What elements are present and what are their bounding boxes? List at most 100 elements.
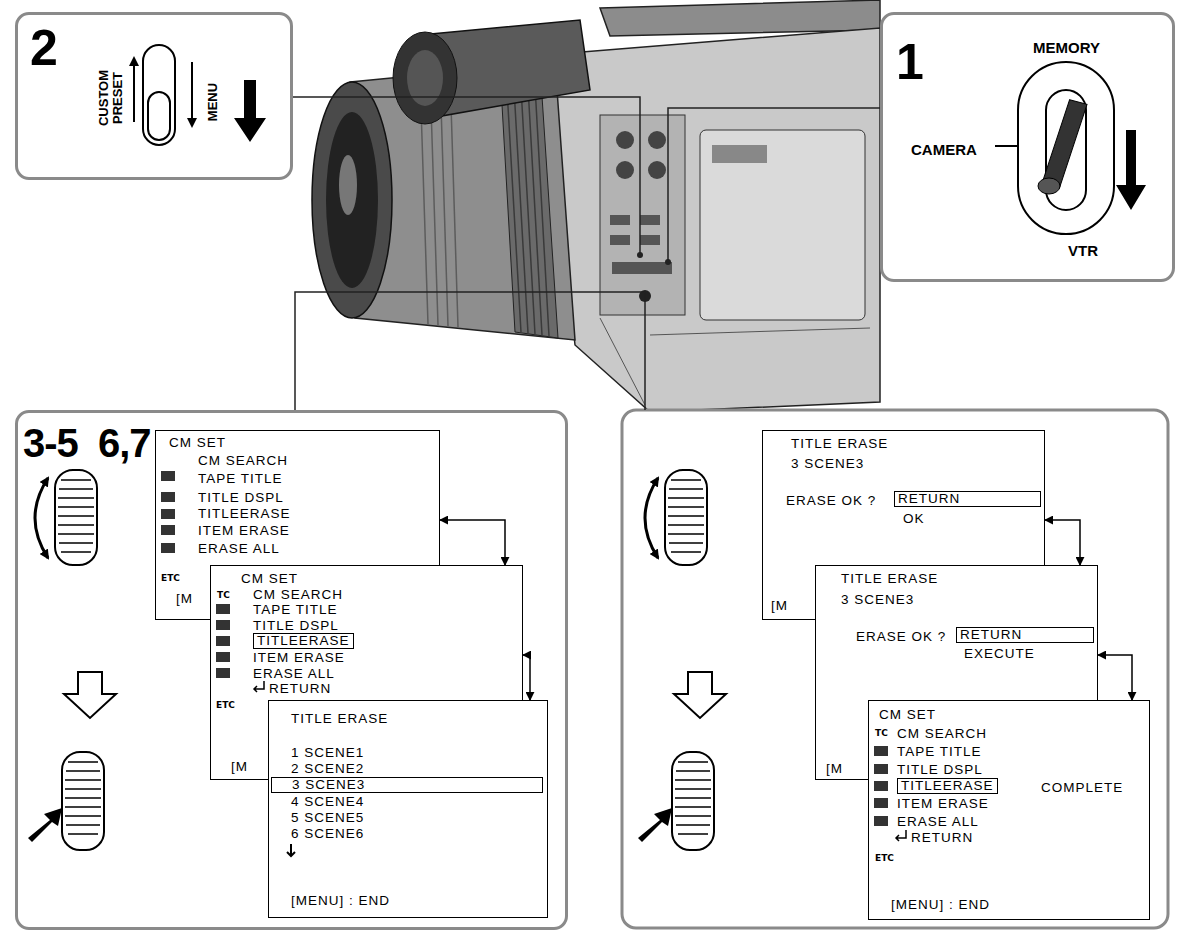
menu-item: [M (826, 761, 843, 777)
switch-position-label: CAMERA (911, 141, 977, 159)
menu-item: 2 SCENE2 (291, 761, 364, 777)
menu-item: CM SET (879, 707, 936, 723)
menu-item: [MENU] : END (291, 893, 390, 909)
menu-icon-text: ETC (875, 853, 894, 863)
switch-lever (1042, 98, 1087, 189)
menu-item: RETURN (911, 830, 973, 846)
menu-item: TITLEERASE (198, 506, 291, 522)
menu-item: 6 SCENE6 (291, 826, 364, 842)
menu-item: 3 SCENE3 (791, 456, 864, 472)
menu-transition-arrow (523, 655, 530, 700)
switch-label: MENU (206, 77, 220, 127)
return-icon (254, 681, 264, 692)
camera-button (648, 131, 666, 149)
dial-knurl (65, 762, 101, 834)
highlighted-menu-item: RETURN (894, 491, 1041, 507)
leader-dot (637, 252, 643, 258)
menu-item: TITLE ERASE (791, 436, 888, 452)
step-panel: 1MEMORYCAMERAVTR (880, 12, 1175, 282)
switch-slot (143, 45, 175, 145)
menu-icons (161, 471, 175, 553)
menu-item: TITLE DSPL (253, 618, 339, 634)
camera-handle (600, 0, 880, 36)
menu-item: TAPE TITLE (253, 602, 338, 618)
body-seam (600, 318, 870, 405)
menu-icon-text: ETC (216, 700, 235, 710)
lens-reflection (339, 155, 357, 215)
menu-screen: CM SETTCCM SEARCHTAPE TITLETITLE DSPLTIT… (868, 700, 1150, 920)
camera-body (545, 28, 880, 412)
step-number: 6,7 (98, 421, 151, 465)
menu-item: TITLE ERASE (841, 571, 938, 587)
menu-item: ERASE OK ? (786, 493, 876, 509)
menu-icon-text: TC (875, 728, 888, 738)
camera-button (648, 161, 666, 179)
camcorder-illustration (312, 0, 880, 412)
menu-transition-arrow (1045, 520, 1080, 565)
turn-arrow (35, 478, 48, 558)
menu-item: CM SET (169, 435, 226, 451)
menu-icons (874, 746, 888, 826)
highlighted-menu-item: 3 SCENE3 (271, 777, 543, 793)
menu-item: ERASE ALL (897, 814, 979, 830)
menu-item: ERASE ALL (253, 666, 335, 682)
menu-switch-symbol (134, 45, 266, 145)
power-switch-symbol (995, 62, 1146, 234)
menu-item: [M (231, 759, 248, 775)
menu-item: CM SEARCH (253, 587, 343, 603)
next-step-arrow (64, 672, 116, 718)
control-dial-steps (28, 470, 116, 850)
leader-line (668, 108, 880, 262)
switch-position-label: MEMORY (1033, 39, 1100, 57)
switch-position-label: VTR (1068, 242, 1098, 260)
menu-item: ITEM ERASE (198, 523, 290, 539)
menu-transition-arrow (440, 520, 505, 565)
menu-item: ERASE ALL (198, 541, 280, 557)
menu-item: 3 SCENE3 (841, 592, 914, 608)
leader-line (295, 292, 645, 410)
menu-item: OK (903, 511, 925, 527)
menu-item: TAPE TITLE (198, 471, 283, 487)
menu-item: CM SET (241, 571, 298, 587)
lens-glass (326, 112, 378, 288)
control-dial (62, 752, 104, 850)
highlighted-menu-item: RETURN (956, 627, 1094, 643)
menu-item: 5 SCENE5 (291, 810, 364, 826)
menu-screen: TITLE ERASE1 SCENE12 SCENE23 SCENE34 SCE… (268, 700, 548, 918)
leader-dot (665, 259, 671, 265)
lcd-badge (712, 145, 767, 163)
menu-item: CM SEARCH (198, 453, 288, 469)
press-arrow (28, 808, 62, 842)
menu-transition-arrow (1098, 655, 1132, 700)
switch-surround (1018, 62, 1114, 234)
menu-icons (216, 604, 230, 678)
slide-arrow (234, 80, 266, 142)
menu-item: TITLE DSPL (198, 490, 284, 506)
slide-arrow (1116, 130, 1146, 210)
leader-line (293, 97, 640, 255)
camera-button (616, 161, 634, 179)
dial-knurl (58, 480, 94, 552)
step-panel: 3-56,7CM SETCM SEARCHTAPE TITLETITLE DSP… (15, 410, 568, 930)
direction-arrow (133, 58, 135, 122)
menu-icon-text: ETC (161, 573, 180, 583)
control-dial (55, 470, 97, 565)
menu-icon-text: TC (217, 590, 230, 600)
focus-ring-ridges (506, 68, 549, 336)
menu-item: ITEM ERASE (253, 650, 345, 666)
return-icon (896, 830, 906, 841)
menu-item: ERASE OK ? (856, 629, 946, 645)
menu-item: TITLE DSPL (897, 762, 983, 778)
eyecup (393, 32, 457, 124)
step-number: 2 (30, 21, 58, 75)
menu-item: TITLE ERASE (291, 711, 388, 727)
step-panel: 2CUSTOM PRESETMENU (15, 12, 293, 180)
switch-band (995, 145, 1018, 147)
menu-item: 4 SCENE4 (291, 794, 364, 810)
lcd-door (700, 130, 865, 320)
menu-item: [M (771, 598, 788, 614)
menu-item: ITEM ERASE (897, 796, 989, 812)
menu-item: EXECUTE (964, 646, 1035, 662)
menu-item: COMPLETE (1041, 780, 1123, 796)
